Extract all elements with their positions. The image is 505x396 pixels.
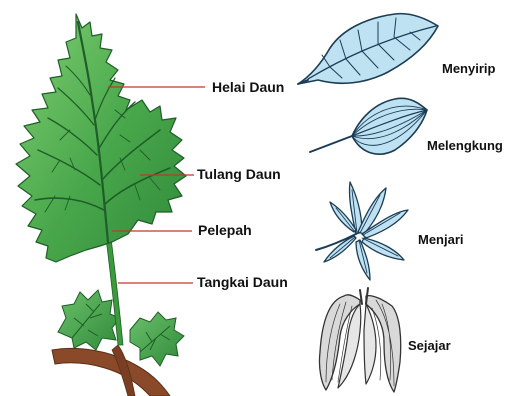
label-melengkung: Melengkung	[427, 138, 503, 153]
label-sejajar: Sejajar	[408, 338, 451, 353]
label-helai-daun: Helai Daun	[212, 80, 284, 95]
label-menyirip: Menyirip	[442, 61, 495, 76]
curved-leaf-sketch	[310, 98, 427, 154]
main-leaf-blade	[16, 14, 186, 262]
label-tulang-daun: Tulang Daun	[197, 167, 281, 182]
small-leaf-left	[58, 290, 120, 350]
label-menjari: Menjari	[418, 232, 464, 247]
palmate-leaf-sketch	[316, 182, 408, 280]
label-pelepah: Pelepah	[198, 223, 252, 238]
pinnate-leaf-sketch	[298, 14, 438, 84]
small-leaf-right	[130, 312, 184, 366]
label-tangkai-daun: Tangkai Daun	[197, 275, 288, 290]
parallel-leaf-sketch	[319, 288, 400, 392]
